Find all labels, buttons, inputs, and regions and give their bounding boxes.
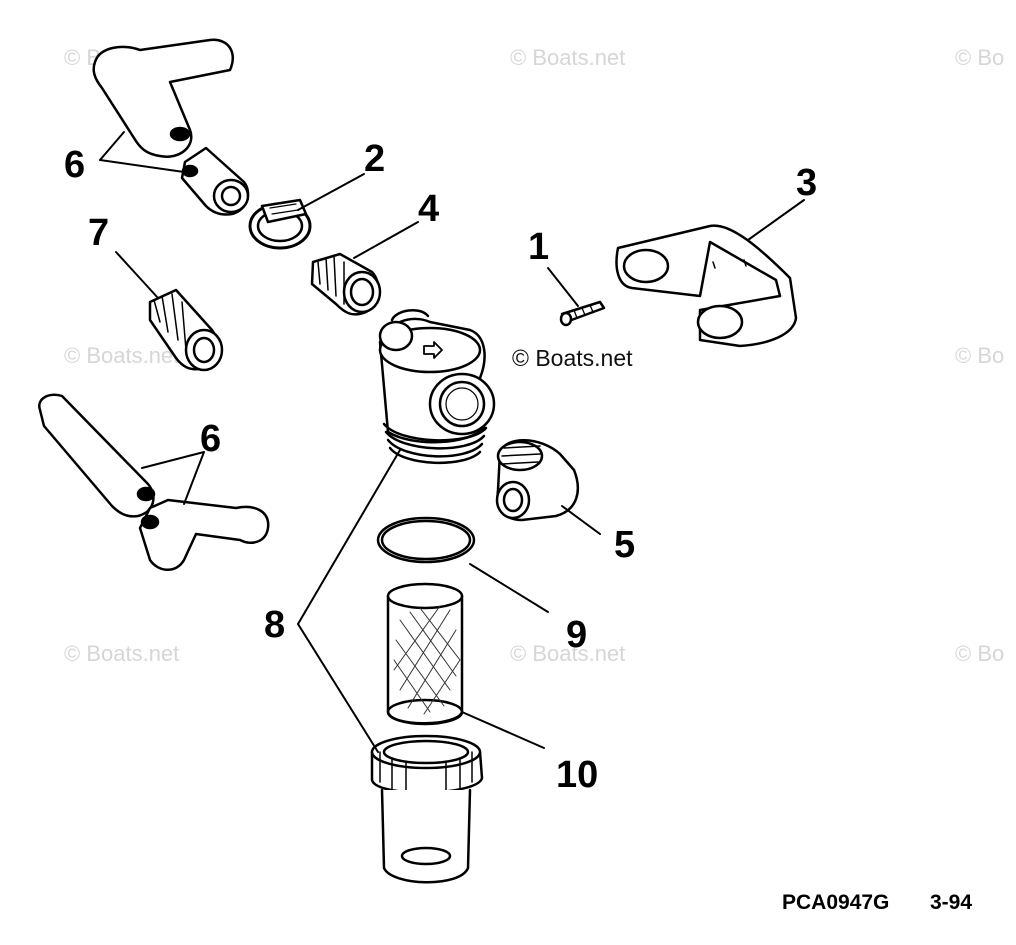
strainer-body xyxy=(378,308,496,465)
watermark: © Bo xyxy=(955,641,1005,666)
page-number: 3-94 xyxy=(930,891,973,914)
callout-8: 8 xyxy=(264,604,286,646)
callout-5: 5 xyxy=(614,524,636,566)
watermark: © Boats.net xyxy=(64,343,180,368)
strainer-bowl xyxy=(370,734,484,884)
mounting-bracket xyxy=(615,224,798,348)
callout-6-top: 6 xyxy=(64,144,86,186)
callout-10: 10 xyxy=(556,754,599,796)
screw xyxy=(559,300,606,327)
callout-7: 7 xyxy=(88,212,110,254)
watermark: © Boats.net xyxy=(510,641,626,666)
mesh-screen xyxy=(386,582,464,726)
callout-9: 9 xyxy=(566,614,588,656)
callout-2: 2 xyxy=(364,138,386,180)
hose-elbow-bottom xyxy=(38,393,270,571)
hose-clamp xyxy=(248,198,312,250)
barbed-fitting xyxy=(148,288,224,372)
callout-3: 3 xyxy=(796,162,818,204)
hose-elbow-top xyxy=(92,38,250,216)
elbow-fitting xyxy=(495,439,580,522)
hose-fitting xyxy=(310,252,382,316)
watermark: © Bo xyxy=(955,45,1005,70)
watermark: © Boats.net xyxy=(510,45,626,70)
callout-1: 1 xyxy=(528,226,550,268)
watermark: © Boats.net xyxy=(64,641,180,666)
leader-lines xyxy=(99,131,805,753)
callout-6-bottom: 6 xyxy=(200,418,222,460)
watermark: © Bo xyxy=(955,343,1005,368)
watermark-center: © Boats.net xyxy=(512,345,633,371)
callout-4: 4 xyxy=(418,188,440,230)
figure-code: PCA0947G xyxy=(782,891,890,914)
o-ring xyxy=(376,516,476,564)
